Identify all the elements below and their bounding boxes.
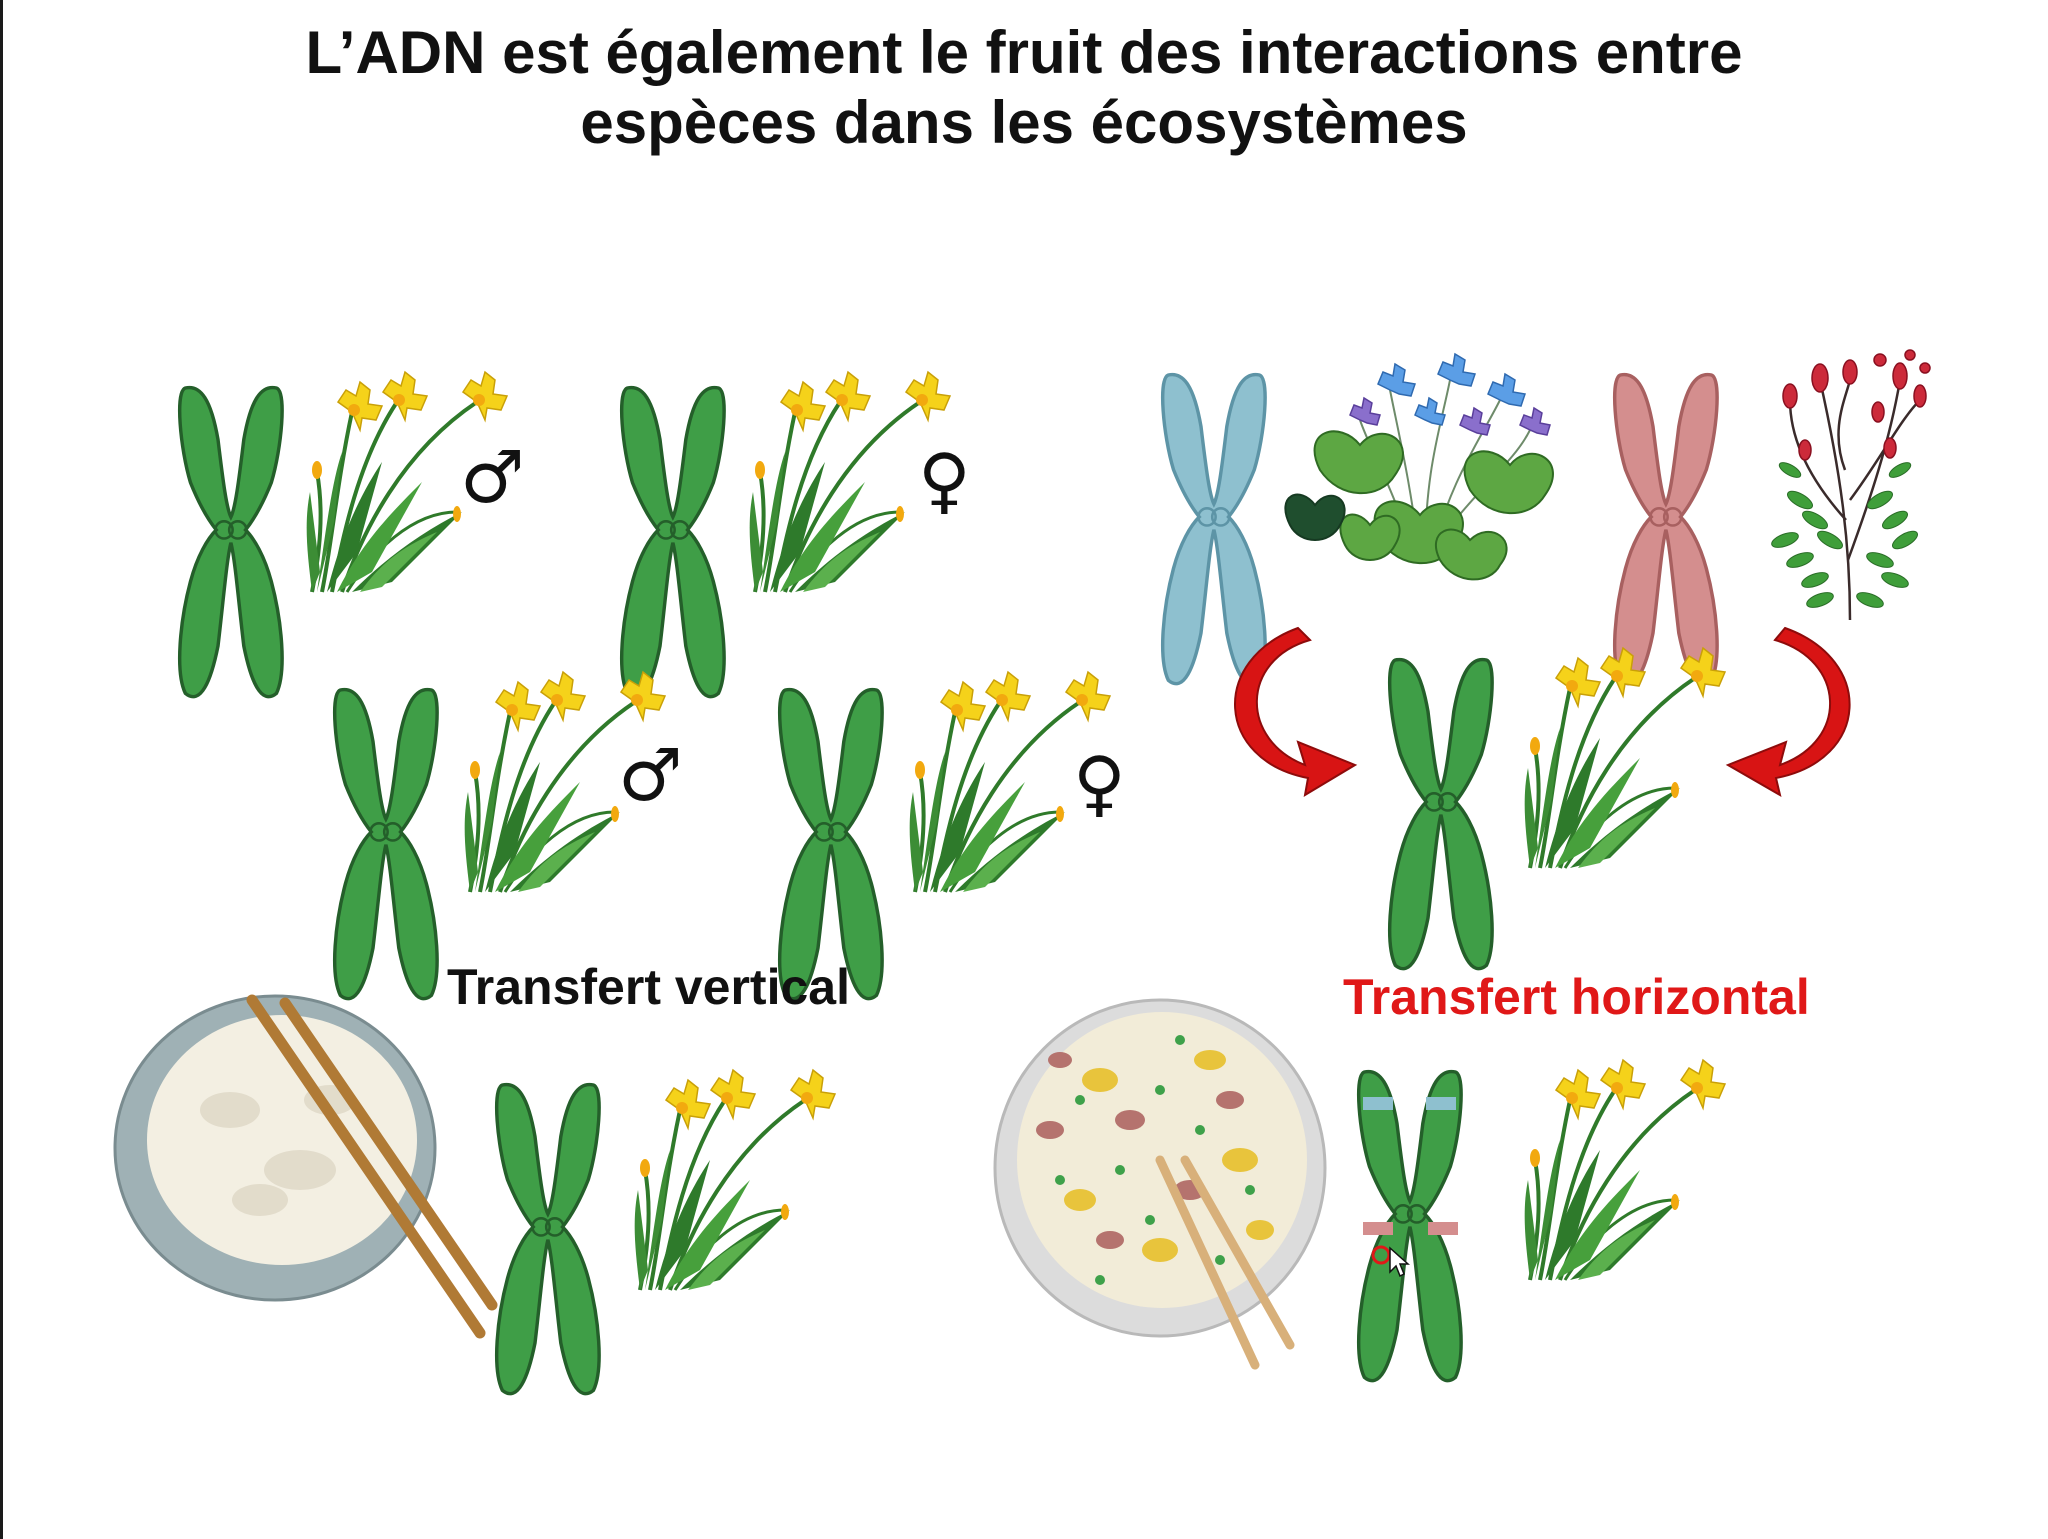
male-symbol-top: ♂ [460,435,525,519]
chromosome-blue [1160,372,1267,686]
violet-plant-icon [1284,352,1554,581]
female-symbol-top: ♀ [918,438,971,522]
chromosome-green-parent-male [177,385,284,699]
label-transfert-horizontal: Transfert horizontal [1343,969,1810,1025]
title-line-1: L’ADN est également le fruit des interac… [305,19,1743,86]
mouse-cursor-icon [1371,1245,1410,1278]
female-symbol-bottom: ♀ [1073,741,1126,825]
slide-title: L’ADN est également le fruit des interac… [0,18,2048,158]
chromosome-green-offspring-female [777,687,884,1001]
rice-bowl-icon [113,994,437,1302]
red-curved-arrow-left-icon [1234,626,1358,797]
red-curved-arrow-right-icon [1725,626,1851,798]
slide-left-border [0,0,3,1539]
chromosome-green-offspring-male [332,687,439,1001]
chromosome-pink [1612,372,1719,686]
chromosome-green-receiver [1387,657,1494,971]
daffodil-receiver [1522,646,1727,870]
daffodil-vertical [632,1068,837,1292]
label-transfert-vertical: Transfert vertical [447,959,850,1015]
chromosome-green-vertical [494,1082,601,1396]
chromosome-green-parent-female [619,385,726,699]
berry-plant-icon [1771,349,1931,621]
chopsticks-fried-rice-icon [1155,1155,1295,1370]
male-symbol-bottom: ♂ [618,733,683,817]
daffodil-horizontal [1522,1058,1727,1282]
title-line-2: espèces dans les écosystèmes [580,89,1468,156]
chopsticks-icon [246,994,498,1339]
transferred-gene-bands [1363,1097,1458,1235]
